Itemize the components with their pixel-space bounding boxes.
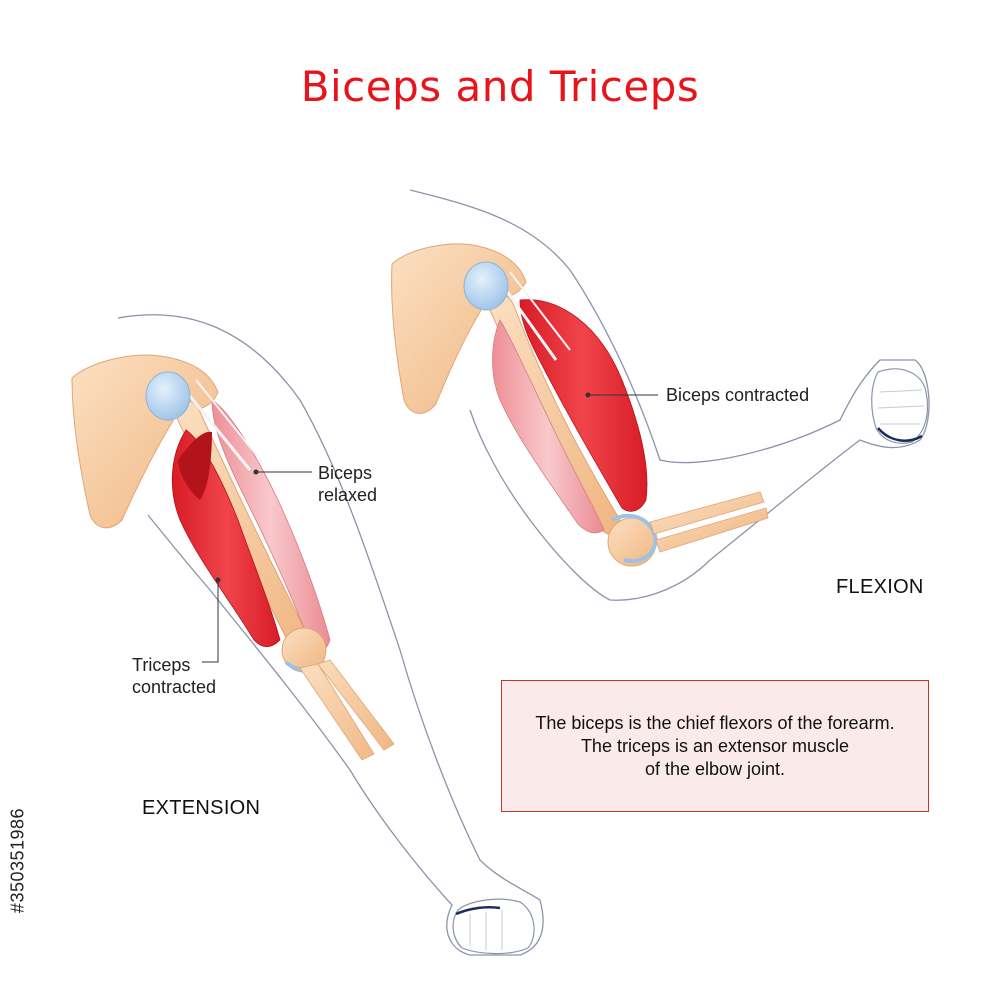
stock-id-text: #350351986 <box>7 807 28 914</box>
label-flexion: FLEXION <box>836 576 924 598</box>
diagram-title: Biceps and Triceps <box>300 62 700 111</box>
flexion-triceps <box>492 319 605 534</box>
leader-lines <box>202 392 658 663</box>
info-line-1: The biceps is the chief flexors of the f… <box>535 712 895 733</box>
flexion-arm-outline <box>409 189 930 601</box>
flexion-fist <box>871 368 929 444</box>
label-triceps-contracted-line2: contracted <box>132 677 217 697</box>
label-biceps-contracted: Biceps contracted <box>666 385 810 405</box>
label-triceps-contracted: Triceps contracted <box>132 654 216 698</box>
extension-forearm-bones <box>299 659 395 761</box>
label-biceps-relaxed: Biceps relaxed <box>318 462 377 506</box>
label-triceps-contracted-line1: Triceps <box>132 655 191 675</box>
info-box: The biceps is the chief flexors of the f… <box>501 680 929 812</box>
flexion-forearm-bones <box>649 491 769 553</box>
extension-arm <box>71 314 544 956</box>
flexion-arm <box>391 189 930 601</box>
label-biceps-relaxed-line1: Biceps <box>318 463 373 483</box>
extension-fist <box>452 898 535 955</box>
label-biceps-relaxed-line2: relaxed <box>318 485 378 505</box>
flexion-shoulder-joint <box>463 261 509 311</box>
info-line-2: The triceps is an extensor muscle <box>580 735 850 756</box>
extension-arm-outline <box>117 314 544 956</box>
extension-triceps-head <box>178 431 212 500</box>
info-line-3: of the elbow joint. <box>644 758 786 779</box>
stock-id: #350351986 <box>4 760 34 960</box>
label-extension: EXTENSION <box>142 797 261 819</box>
extension-shoulder-joint <box>145 371 191 421</box>
